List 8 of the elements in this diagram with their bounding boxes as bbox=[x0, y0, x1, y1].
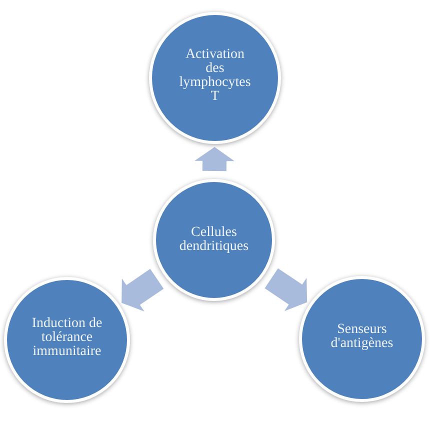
block-arrow bbox=[264, 268, 308, 312]
block-arrow bbox=[122, 268, 164, 312]
node-label: Activation des lymphocytes T bbox=[178, 48, 252, 104]
node-label: Induction de tolérance immunitaire bbox=[30, 317, 104, 359]
concept-circle bbox=[153, 179, 275, 301]
node-label: Senseurs d'antigènes bbox=[330, 323, 394, 351]
block-arrow bbox=[194, 147, 234, 172]
node-label: Cellules dendritiques bbox=[178, 226, 250, 254]
